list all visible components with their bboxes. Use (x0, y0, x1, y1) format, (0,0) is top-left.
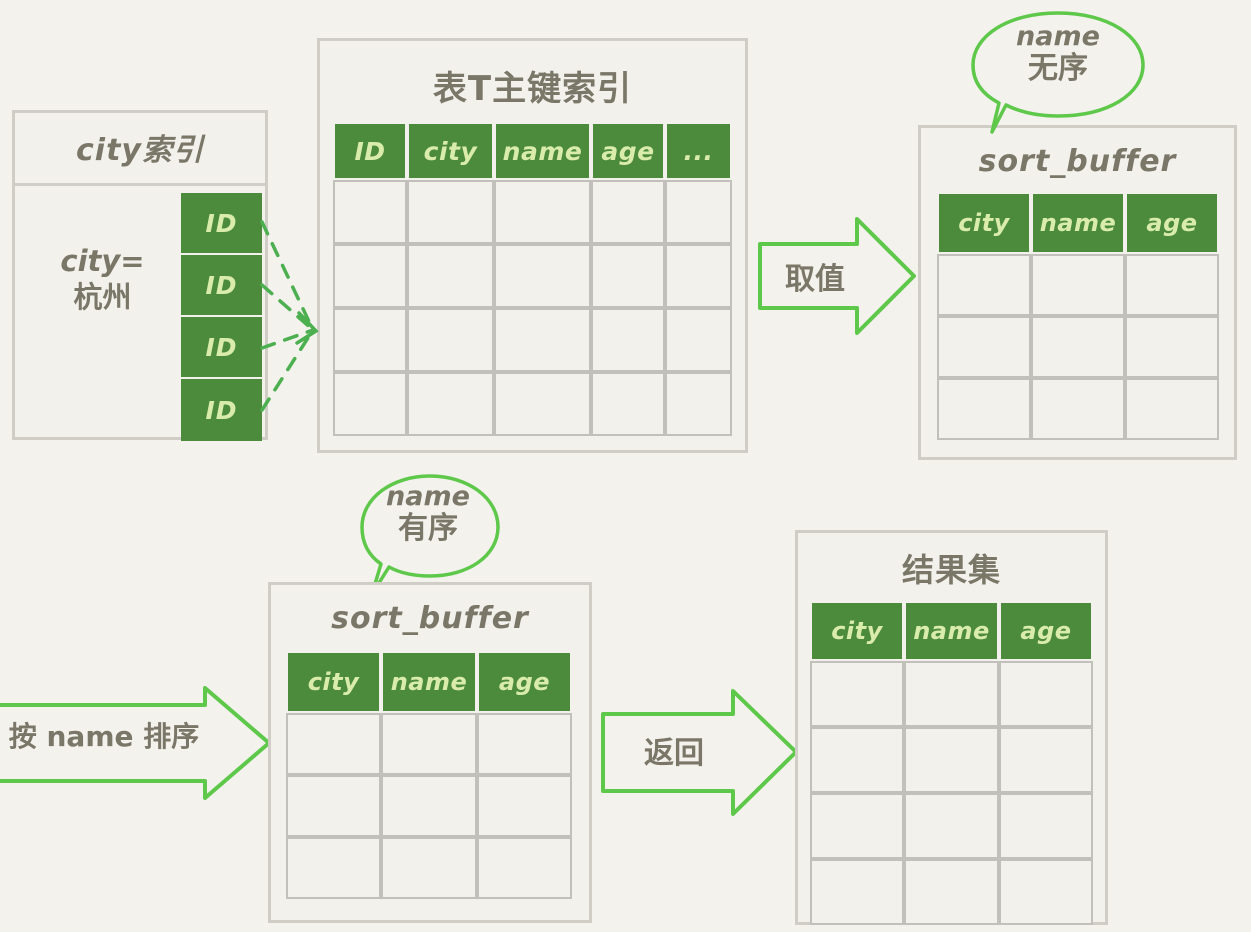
bubble-line-2: 有序 (398, 511, 458, 547)
sort-buffer-top-cell (937, 378, 1031, 440)
table-t-cell (665, 180, 732, 244)
sort-buffer-top-cell (1031, 316, 1125, 378)
bubble-name-unsorted: name 无序 (968, 8, 1148, 134)
sort-buffer-bottom-cell (477, 713, 572, 775)
table-t-cell (665, 308, 732, 372)
sort-buffer-bottom-cell (286, 713, 381, 775)
arrow-return: 返回 (600, 688, 800, 818)
sort-buffer-top-cell (937, 254, 1031, 316)
sort-buffer-bottom-grid: city name age (286, 651, 572, 899)
result-set-cell (810, 859, 904, 925)
table-t-cell (591, 244, 665, 308)
sort-buffer-bottom-cell (286, 775, 381, 837)
table-t-cell (591, 372, 665, 436)
table-t-cell (407, 372, 494, 436)
result-set-cell (999, 661, 1093, 727)
table-t-header-cell: age (591, 122, 665, 180)
table-t-cell (494, 372, 591, 436)
table-t-grid: ID city name age ... (333, 122, 732, 436)
sort-buffer-bottom-title: sort_buffer (331, 601, 529, 636)
result-set-header-cell: name (904, 601, 999, 661)
bubble-name-unsorted-text: name 无序 (968, 21, 1148, 87)
sort-buffer-bottom-cell (381, 837, 477, 899)
table-t-cell (591, 180, 665, 244)
city-condition: city= 杭州 (25, 243, 180, 316)
sort-buffer-top-cell (1125, 254, 1219, 316)
id-cell: ID (181, 317, 262, 379)
result-set-cell (810, 793, 904, 859)
sort-buffer-bottom-header-cell: city (286, 651, 381, 713)
table-t-cell (333, 308, 407, 372)
table-t-header-cell: ... (665, 122, 732, 180)
city-condition-line2: 杭州 (73, 280, 132, 315)
result-set-cell (904, 859, 999, 925)
arrow-sort-by-name-label: 按 name 排序 (8, 720, 200, 753)
result-set-cell (904, 727, 999, 793)
result-set-cell (999, 793, 1093, 859)
bubble-line-1: name (1016, 21, 1100, 52)
result-set-cell (999, 859, 1093, 925)
arrow-fetch-values: 取值 (757, 216, 917, 336)
sort-buffer-top-cell (1031, 378, 1125, 440)
table-t-cell (591, 308, 665, 372)
table-t-cell (333, 180, 407, 244)
bubble-name-sorted-text: name 有序 (358, 481, 498, 547)
bubble-name-sorted: name 有序 (358, 472, 500, 596)
sort-buffer-top-cell (1125, 316, 1219, 378)
table-t-cell (407, 180, 494, 244)
city-index-box: city索引 city= 杭州 ID ID ID ID (12, 110, 268, 441)
sort-buffer-top-cell (1031, 254, 1125, 316)
sort-buffer-bottom-header-cell: age (477, 651, 572, 713)
table-t-header-cell: city (407, 122, 494, 180)
bubble-line-1: name (386, 481, 470, 512)
result-set-title: 结果集 (901, 551, 1001, 589)
table-t-cell (407, 244, 494, 308)
sort-buffer-bottom-cell (477, 775, 572, 837)
arrow-sort-by-name: 按 name 排序 (0, 685, 272, 805)
city-index-title: city索引 (76, 133, 204, 168)
sort-buffer-bottom-header-cell: name (381, 651, 477, 713)
table-t-cell (665, 244, 732, 308)
arrow-return-label: 返回 (644, 736, 704, 771)
id-cell: ID (181, 379, 262, 441)
table-t-cell (333, 372, 407, 436)
table-t-cell (665, 372, 732, 436)
sort-buffer-bottom-cell (286, 837, 381, 899)
sort-buffer-bottom-cell (381, 713, 477, 775)
sort-buffer-top-cell (1125, 378, 1219, 440)
city-condition-line1: city= (60, 244, 145, 278)
sort-buffer-top-header-cell: city (937, 192, 1031, 254)
sort-buffer-top-grid: city name age (937, 192, 1219, 440)
sort-buffer-top-title: sort_buffer (978, 144, 1177, 179)
table-t-cell (494, 180, 591, 244)
table-t-cell (494, 308, 591, 372)
result-set-grid: city name age (810, 601, 1093, 925)
table-t-title: 表T主键索引 (432, 69, 633, 109)
bubble-line-2: 无序 (1028, 51, 1088, 87)
sort-buffer-bottom-cell (477, 837, 572, 899)
table-t-header-cell: name (494, 122, 591, 180)
city-index-divider (15, 183, 265, 186)
arrow-fetch-values-label: 取值 (785, 262, 845, 297)
sort-buffer-top-header-cell: name (1031, 192, 1125, 254)
sort-buffer-top-header-cell: age (1125, 192, 1219, 254)
table-t-header-cell: ID (333, 122, 407, 180)
result-set-header-cell: age (999, 601, 1093, 661)
city-index-id-column: ID ID ID ID (181, 193, 262, 441)
table-t-cell (333, 244, 407, 308)
sort-buffer-bottom-cell (381, 775, 477, 837)
result-set-cell (904, 793, 999, 859)
result-set-cell (999, 727, 1093, 793)
table-t-cell (494, 244, 591, 308)
id-cell: ID (181, 255, 262, 317)
table-t-cell (407, 308, 494, 372)
sort-buffer-top-cell (937, 316, 1031, 378)
id-cell: ID (181, 193, 262, 255)
result-set-header-cell: city (810, 601, 904, 661)
result-set-cell (904, 661, 999, 727)
result-set-cell (810, 661, 904, 727)
result-set-cell (810, 727, 904, 793)
